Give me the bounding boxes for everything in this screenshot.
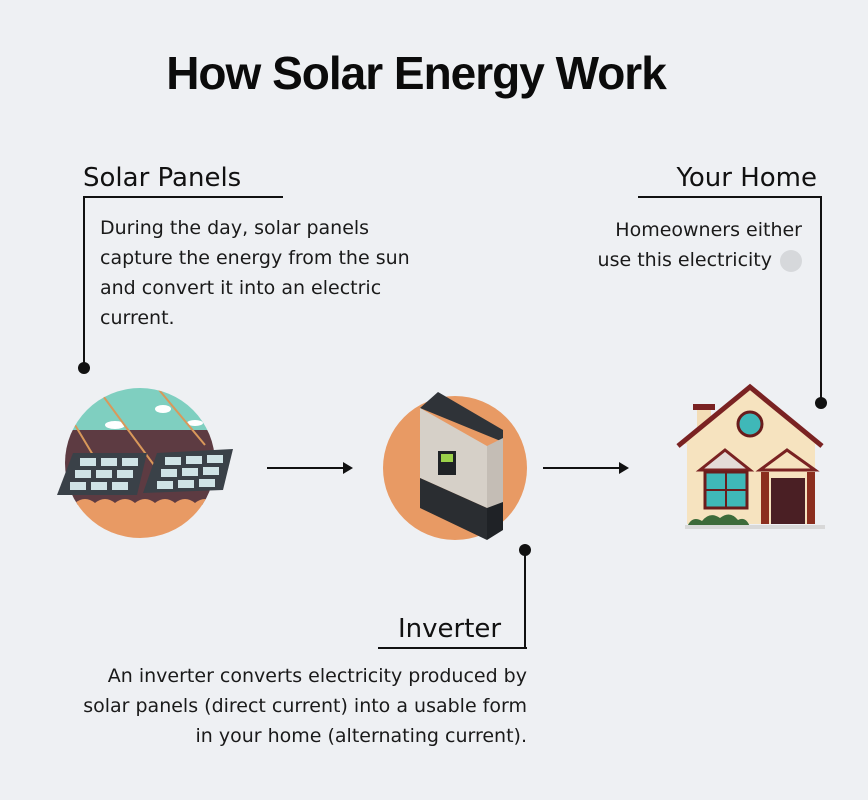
your-home-description: Homeowners either use this electricity [598, 215, 802, 275]
callout-dot [78, 362, 90, 374]
solar-panel-illustration [57, 388, 233, 538]
callout-line [638, 196, 822, 198]
callout-line [83, 196, 85, 366]
text-line: An inverter converts electricity produce… [107, 665, 527, 687]
inverter-illustration [383, 392, 527, 540]
text-line: solar panels (direct current) into a usa… [83, 695, 527, 717]
arrow-right-icon [267, 462, 353, 474]
callout-line [820, 196, 822, 402]
house-illustration [676, 383, 825, 529]
text-line: use this electricity [597, 249, 772, 271]
inverter-heading: Inverter [398, 614, 502, 644]
text-line: capture the energy from the sun [100, 247, 410, 269]
callout-line [524, 550, 526, 649]
text-line: current. [100, 307, 175, 329]
arrow-right-icon [543, 462, 629, 474]
text-line: in your home (alternating current). [195, 725, 527, 747]
solar-panels-description: During the day, solar panels capture the… [100, 213, 410, 333]
callout-dot [815, 397, 827, 409]
text-line: and convert it into an electric [100, 277, 382, 299]
page-title: How Solar Energy Work [166, 47, 667, 99]
solar-panels-heading: Solar Panels [83, 163, 242, 193]
inverter-description: An inverter converts electricity produce… [83, 661, 527, 751]
text-line: During the day, solar panels [100, 217, 370, 239]
text-line: Homeowners either [615, 219, 802, 241]
callout-dot [519, 544, 531, 556]
decorative-dot [780, 250, 802, 272]
your-home-heading: Your Home [676, 163, 817, 193]
callout-line [378, 647, 527, 649]
callout-line [83, 196, 283, 198]
